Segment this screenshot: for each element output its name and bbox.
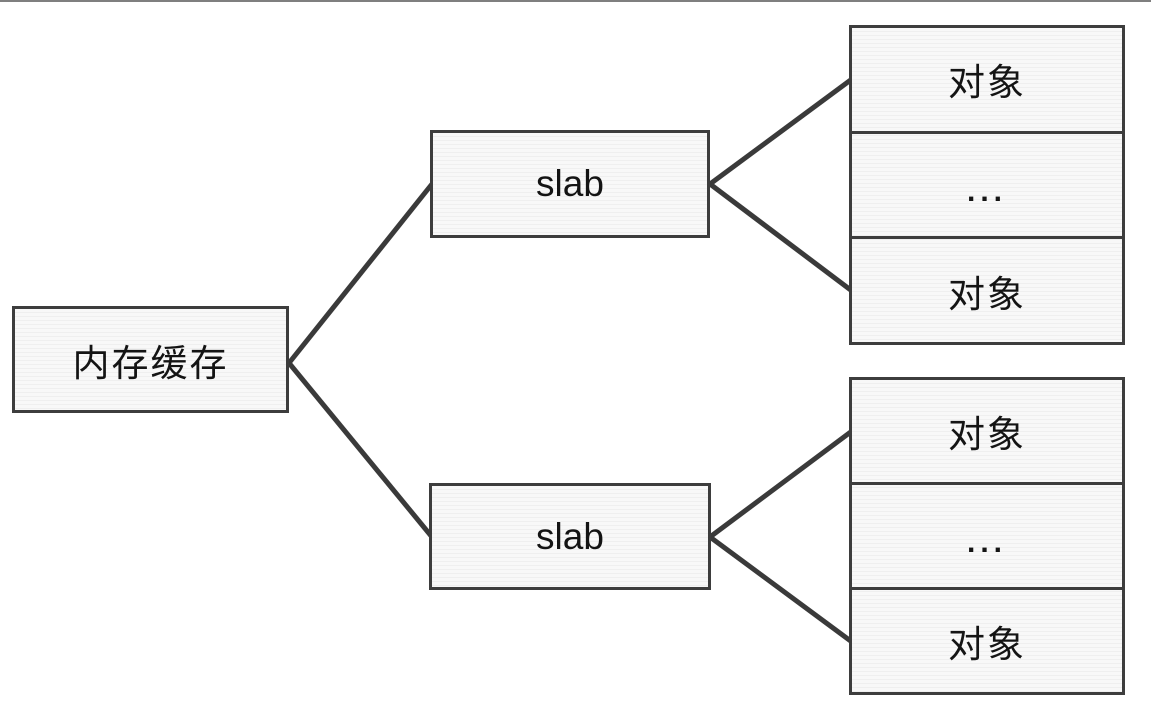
connector-slab2-to-object2 bbox=[708, 534, 854, 645]
slab-box-bottom: slab bbox=[429, 483, 718, 597]
object-stack-top: 对象 ... 对象 bbox=[849, 25, 1132, 352]
object-cell: 对象 bbox=[852, 28, 1122, 131]
slab-bottom-label: slab bbox=[536, 515, 604, 557]
connector-slab1-to-object1 bbox=[708, 76, 854, 187]
memory-cache-box: 内存缓存 bbox=[12, 306, 296, 420]
ellipsis-cell: ... bbox=[852, 482, 1122, 587]
ellipsis-label: ... bbox=[966, 526, 1007, 559]
object-cell: 对象 bbox=[852, 380, 1122, 482]
object-cell: 对象 bbox=[852, 587, 1122, 692]
ellipsis-cell: ... bbox=[852, 130, 1122, 237]
slab-top-label: slab bbox=[536, 163, 604, 204]
connector-root-to-slab-bottom bbox=[287, 361, 434, 539]
object-label: 对象 bbox=[948, 625, 1026, 666]
object-label: 对象 bbox=[948, 63, 1026, 105]
ellipsis-label: ... bbox=[966, 175, 1007, 208]
object-cell: 对象 bbox=[852, 236, 1122, 342]
connector-slab1-to-object2 bbox=[708, 182, 854, 293]
object-stack-bottom: 对象 ... 对象 bbox=[849, 377, 1132, 702]
top-divider-line bbox=[0, 0, 1151, 2]
connector-root-to-slab-top bbox=[287, 182, 434, 365]
object-label: 对象 bbox=[948, 274, 1026, 316]
connector-slab2-to-object1 bbox=[708, 428, 854, 540]
memory-cache-label: 内存缓存 bbox=[72, 343, 229, 385]
slab-box-top: slab bbox=[430, 130, 717, 245]
object-label: 对象 bbox=[948, 415, 1026, 456]
